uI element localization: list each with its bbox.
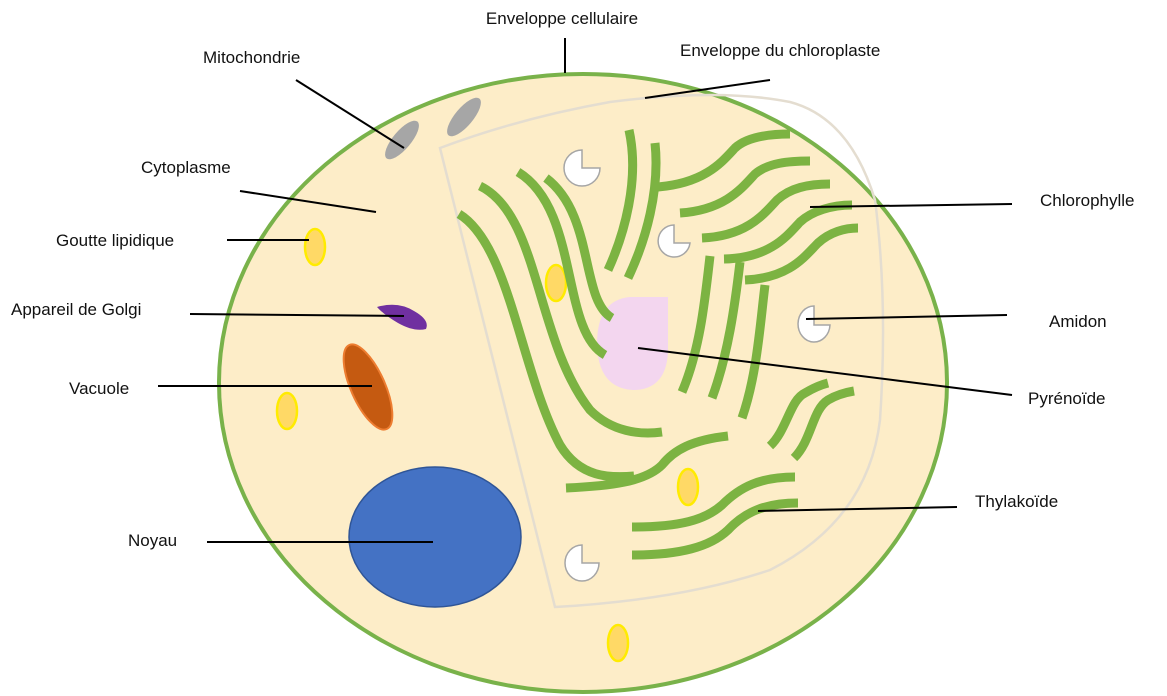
lipid-droplet xyxy=(305,229,325,265)
lipid-droplet xyxy=(277,393,297,429)
label-pyrenoide: Pyrénoïde xyxy=(1028,389,1106,408)
label-amidon: Amidon xyxy=(1049,312,1107,331)
cell-envelope xyxy=(219,74,947,692)
label-appareil-golgi: Appareil de Golgi xyxy=(11,300,141,319)
label-mitochondrie: Mitochondrie xyxy=(203,48,300,67)
label-enveloppe-chloroplaste: Enveloppe du chloroplaste xyxy=(680,41,880,60)
label-cytoplasme: Cytoplasme xyxy=(141,158,231,177)
label-enveloppe-cellulaire: Enveloppe cellulaire xyxy=(486,9,638,28)
lipid-droplet xyxy=(678,469,698,505)
leader-line xyxy=(296,80,404,148)
label-noyau: Noyau xyxy=(128,531,177,550)
label-goutte-lipidique: Goutte lipidique xyxy=(56,231,174,250)
lipid-droplet xyxy=(546,265,566,301)
label-chlorophylle: Chlorophylle xyxy=(1040,191,1135,210)
lipid-droplet xyxy=(608,625,628,661)
nucleus xyxy=(349,467,521,607)
label-thylakoide: Thylakoïde xyxy=(975,492,1058,511)
label-vacuole: Vacuole xyxy=(69,379,129,398)
